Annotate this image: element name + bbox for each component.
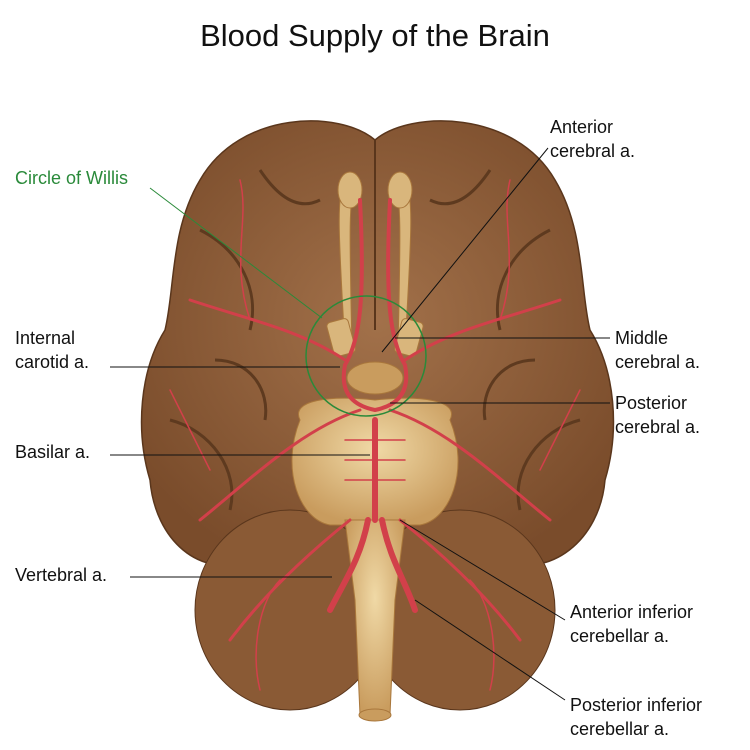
diagram-title: Blood Supply of the Brain	[200, 18, 550, 53]
label-line: Posterior inferior	[570, 695, 703, 715]
leader-lines	[110, 147, 610, 701]
label-line: cerebellar a.	[570, 719, 670, 739]
willis-leader-line	[149, 187, 323, 319]
label-line: Middle	[615, 328, 669, 348]
label-posterior-cerebral: Posterior cerebral a.	[615, 391, 700, 439]
label-line: cerebral a.	[615, 417, 701, 437]
label-middle-cerebral: Middle cerebral a.	[615, 326, 700, 374]
label-line: carotid a.	[15, 352, 90, 372]
label-circle-of-willis: Circle of Willis	[15, 168, 129, 188]
label-internal-carotid: Internal carotid a.	[15, 326, 89, 374]
label-anterior-cerebral: Anterior cerebral a.	[550, 115, 635, 163]
label-line: Internal	[15, 328, 76, 348]
cerebellum	[194, 509, 556, 711]
label-line: Anterior	[550, 117, 614, 137]
arteries	[169, 179, 581, 691]
label-line: cerebellar a.	[570, 626, 670, 646]
circle-of-willis-marker	[305, 295, 427, 417]
label-line: cerebral a.	[615, 352, 701, 372]
label-posterior-inferior-cerebellar: Posterior inferior cerebellar a.	[570, 693, 702, 741]
label-anterior-inferior-cerebellar: Anterior inferior cerebellar a.	[570, 600, 693, 648]
label-basilar: Basilar a.	[15, 442, 91, 462]
label-line: Anterior inferior	[570, 602, 694, 622]
label-line: Posterior	[615, 393, 688, 413]
label-line: cerebral a.	[550, 141, 636, 161]
label-vertebral: Vertebral a.	[15, 565, 108, 585]
